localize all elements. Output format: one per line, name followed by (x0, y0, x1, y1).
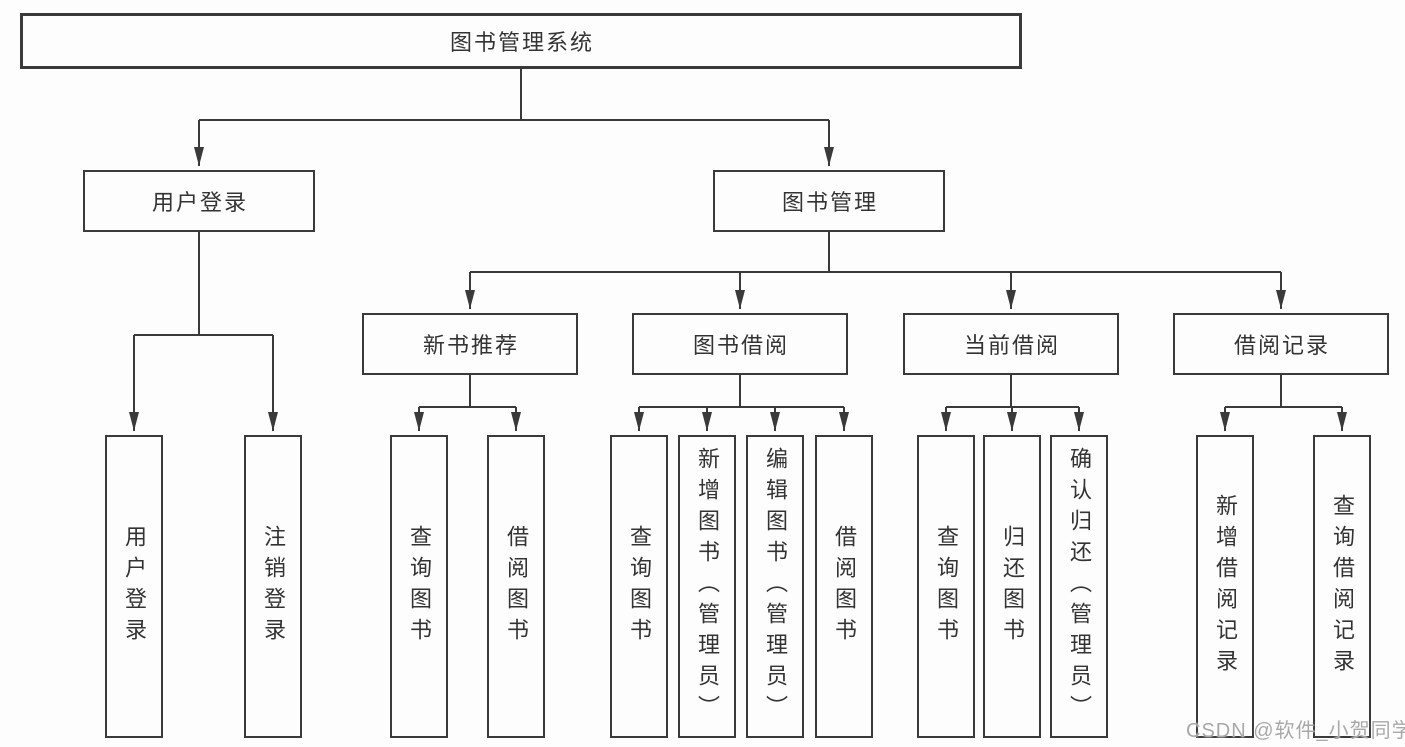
leaf-add-borrow-record: 新增借阅记录 (1196, 435, 1254, 738)
leaf-query-books-borrow: 查询图书 (610, 435, 668, 738)
csdn-watermark: CSDN @软件_小贺同学 (1186, 720, 1405, 742)
node-book-borrow: 图书借阅 (632, 313, 848, 375)
leaf-borrow-books: 借阅图书 (815, 435, 873, 738)
node-book-management-branch: 图书管理 (713, 170, 945, 232)
leaf-query-books-recommend: 查询图书 (390, 435, 448, 738)
node-library-management-system: 图书管理系统 (20, 13, 1022, 69)
node-borrow-records: 借阅记录 (1173, 313, 1389, 375)
node-current-borrow: 当前借阅 (903, 313, 1119, 375)
leaf-return-books: 归还图书 (983, 435, 1041, 738)
leaf-query-books-current: 查询图书 (917, 435, 975, 738)
leaf-borrow-books-recommend: 借阅图书 (487, 435, 545, 738)
node-user-login-branch: 用户登录 (83, 170, 315, 232)
node-new-book-recommend: 新书推荐 (362, 313, 578, 375)
leaf-add-books-admin: 新增图书（管理员） (678, 435, 736, 738)
leaf-query-borrow-record: 查询借阅记录 (1313, 435, 1371, 738)
leaf-user-login: 用户登录 (105, 435, 163, 738)
leaf-edit-books-admin: 编辑图书（管理员） (746, 435, 804, 738)
leaf-confirm-return-admin: 确认归还（管理员） (1050, 435, 1108, 738)
leaf-logout: 注销登录 (244, 435, 302, 738)
